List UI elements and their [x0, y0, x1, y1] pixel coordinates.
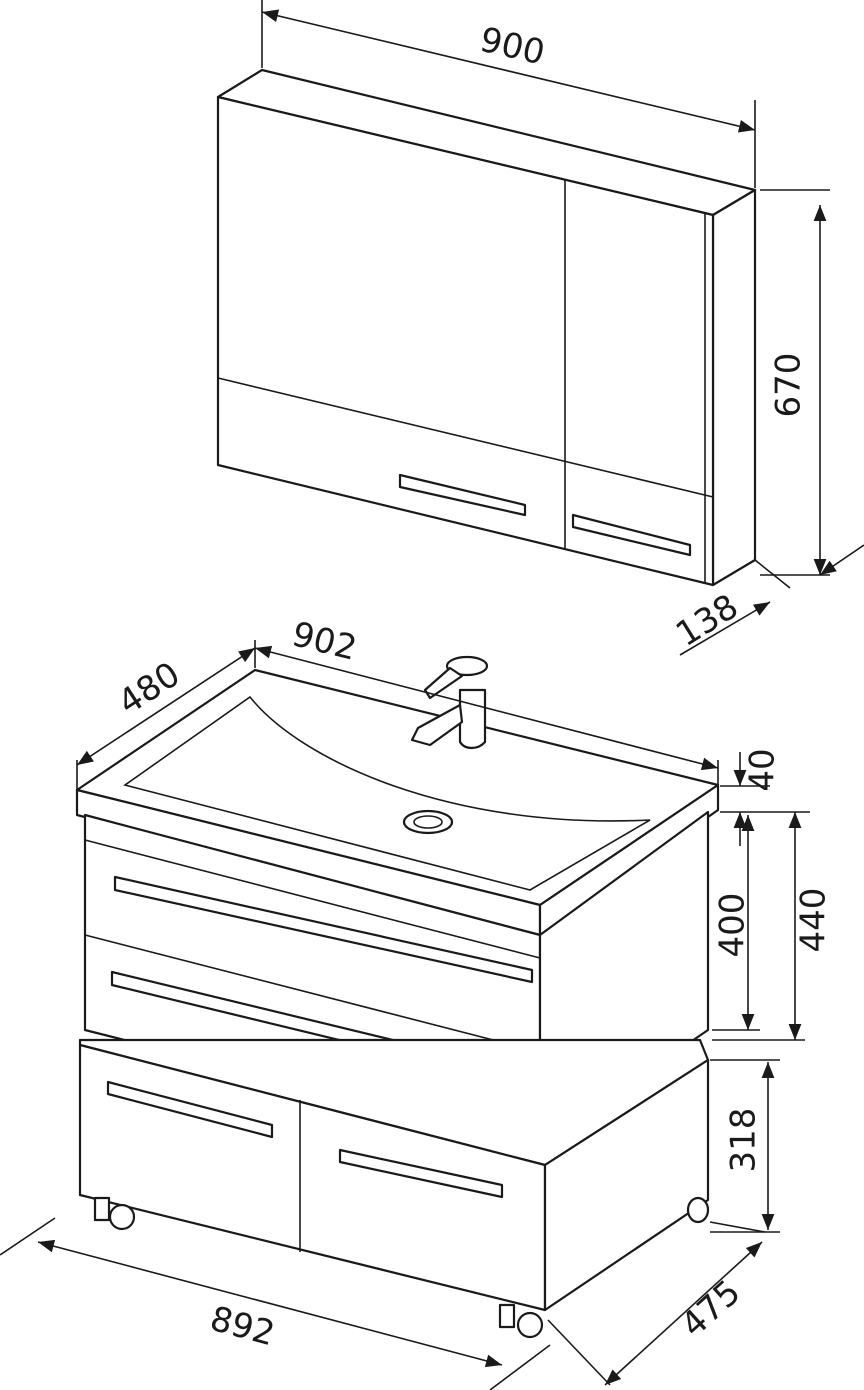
base-handle-right: [338, 1148, 504, 1199]
base-handle-left: [106, 1080, 274, 1139]
dim-countertop-width: 902: [288, 614, 361, 669]
base-unit: [78, 1038, 710, 1339]
dim-cabinet-height: 400: [713, 893, 753, 958]
dim-mirror-height: 670: [769, 353, 809, 418]
drawer-handle-top: [113, 875, 534, 984]
drain: [402, 809, 454, 835]
mirror-cabinet: [216, 68, 757, 587]
dim-countertop-depth: 480: [111, 654, 187, 723]
mirror-handle-right: [571, 513, 692, 557]
dim-total-upper-height: 440: [794, 888, 834, 953]
dim-base-depth: 475: [673, 1272, 748, 1345]
dim-base-height: 318: [724, 1108, 764, 1173]
dim-base-width: 892: [206, 1299, 279, 1354]
dim-countertop-thickness: 40: [743, 748, 783, 791]
wheel-icon: [93, 1196, 710, 1339]
mirror-handle-left: [398, 473, 527, 517]
dim-mirror-depth: 138: [669, 587, 745, 655]
